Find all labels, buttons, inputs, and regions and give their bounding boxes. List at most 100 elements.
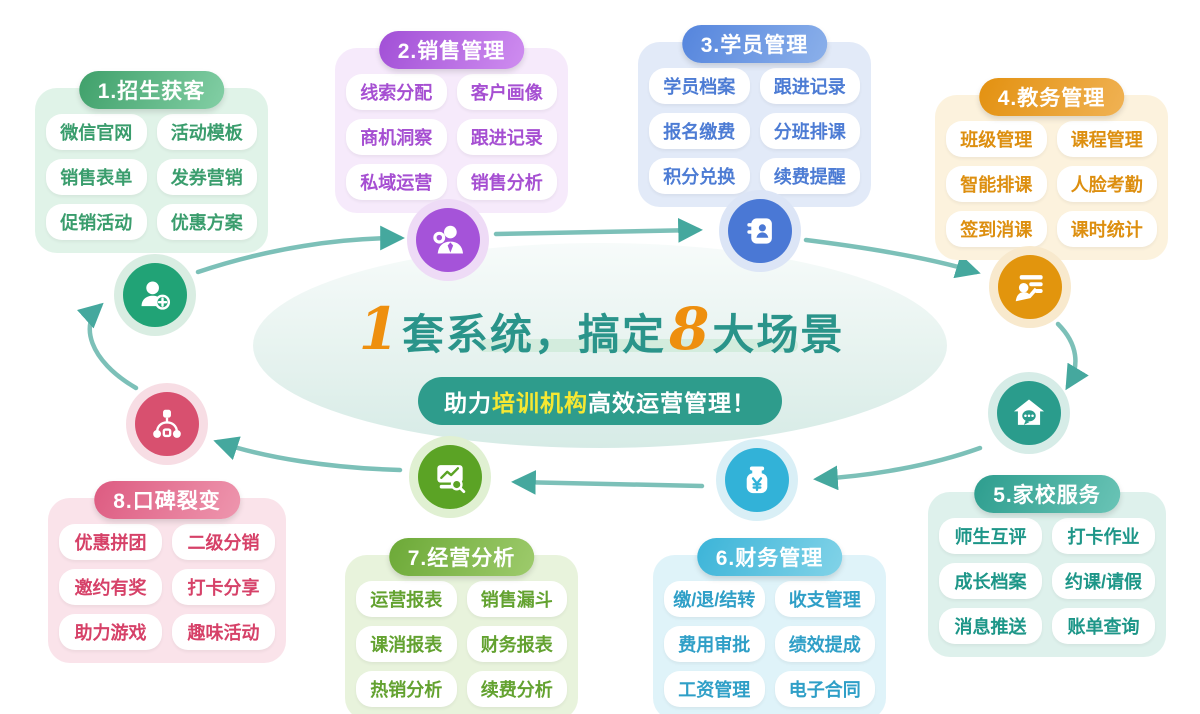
card-header: 5.家校服务	[974, 475, 1120, 513]
feature-pill: 打卡分享	[172, 569, 275, 605]
feature-pill: 分班排课	[759, 113, 860, 149]
center-ellipse: 1套系统，搞定8大场景 助力培训机构高效运营管理！	[253, 243, 947, 448]
card-header: 7.经营分析	[388, 538, 535, 576]
feature-pill: 助力游戏	[59, 614, 162, 650]
feature-pill: 促销活动	[46, 204, 147, 240]
feature-pill: 跟进记录	[759, 68, 860, 104]
feature-pill: 课程管理	[1056, 121, 1157, 157]
network-fission-icon	[135, 392, 199, 456]
feature-pill: 财务报表	[466, 626, 567, 662]
feature-pill: 热销分析	[356, 671, 457, 707]
card-header: 8.口碑裂变	[94, 481, 240, 519]
title-text-2: 大场景	[712, 311, 845, 358]
arrow-5-to-6	[813, 445, 983, 491]
feature-pill: 销售分析	[456, 164, 557, 200]
feature-pill: 运营报表	[356, 581, 457, 617]
card-header: 3.学员管理	[681, 25, 828, 63]
arrow-2-to-3	[493, 218, 703, 243]
card-finance: 6.财务管理 缴/退/结转 收支管理 费用审批 绩效提成 工资管理 电子合同	[653, 538, 886, 714]
feature-pill: 优惠拼团	[59, 524, 162, 560]
subtitle-pre: 助力	[444, 390, 492, 416]
page-title: 1套系统，搞定8大场景	[356, 295, 845, 363]
feature-pill: 工资管理	[664, 671, 765, 707]
title-text-1: 套系统，搞定	[401, 311, 666, 358]
feature-grid: 学员档案 跟进记录 报名缴费 分班排课 积分兑换 续费提醒	[649, 68, 860, 194]
feature-pill: 课时统计	[1056, 211, 1157, 247]
feature-pill: 约课/请假	[1052, 563, 1155, 599]
arrow-7-to-8	[213, 436, 403, 473]
feature-pill: 消息推送	[939, 608, 1042, 644]
title-underline-bar	[478, 339, 798, 352]
title-number-1: 1	[358, 295, 399, 363]
card-header: 4.教务管理	[978, 78, 1125, 116]
icon-circle-sales	[407, 199, 489, 281]
icon-circle-enrollment	[114, 254, 196, 336]
feature-grid: 班级管理 课程管理 智能排课 人脸考勤 签到消课 课时统计	[946, 121, 1157, 247]
money-jar-icon	[725, 448, 789, 512]
feature-pill: 电子合同	[774, 671, 875, 707]
icon-circle-home-school	[988, 372, 1070, 454]
arrow-4-to-5	[1055, 321, 1089, 391]
feature-pill: 线索分配	[346, 74, 447, 110]
feature-pill: 优惠方案	[156, 204, 257, 240]
feature-pill: 趣味活动	[172, 614, 275, 650]
feature-grid: 运营报表 销售漏斗 课消报表 财务报表 热销分析 续费分析	[356, 581, 567, 707]
card-home-school: 5.家校服务 师生互评 打卡作业 成长档案 约课/请假 消息推送 账单查询	[928, 475, 1166, 657]
feature-pill: 账单查询	[1052, 608, 1155, 644]
feature-pill: 签到消课	[946, 211, 1047, 247]
feature-pill: 积分兑换	[649, 158, 750, 194]
feature-pill: 班级管理	[946, 121, 1047, 157]
feature-grid: 微信官网 活动模板 销售表单 发券营销 促销活动 优惠方案	[46, 114, 257, 240]
feature-pill: 报名缴费	[649, 113, 750, 149]
card-header: 2.销售管理	[378, 31, 525, 69]
feature-pill: 发券营销	[156, 159, 257, 195]
feature-grid: 师生互评 打卡作业 成长档案 约课/请假 消息推送 账单查询	[939, 518, 1155, 644]
teacher-board-icon	[998, 255, 1062, 319]
title-number-8: 8	[669, 295, 710, 363]
feature-pill: 费用审批	[664, 626, 765, 662]
card-enrollment: 1.招生获客 微信官网 活动模板 销售表单 发券营销 促销活动 优惠方案	[35, 71, 268, 253]
feature-pill: 续费提醒	[759, 158, 860, 194]
feature-pill: 打卡作业	[1052, 518, 1155, 554]
icon-circle-academics	[989, 246, 1071, 328]
subtitle-highlight: 培训机构	[492, 390, 588, 416]
home-chat-icon	[997, 381, 1061, 445]
feature-pill: 客户画像	[456, 74, 557, 110]
icon-circle-students	[719, 190, 801, 272]
card-analytics: 7.经营分析 运营报表 销售漏斗 课消报表 财务报表 热销分析 续费分析	[345, 538, 578, 714]
arrow-6-to-7	[511, 470, 705, 495]
icon-circle-finance	[716, 439, 798, 521]
feature-pill: 续费分析	[466, 671, 567, 707]
card-academics: 4.教务管理 班级管理 课程管理 智能排课 人脸考勤 签到消课 课时统计	[935, 78, 1168, 260]
feature-pill: 学员档案	[649, 68, 750, 104]
icon-circle-referral	[126, 383, 208, 465]
feature-pill: 课消报表	[356, 626, 457, 662]
card-header: 6.财务管理	[696, 538, 843, 576]
feature-pill: 销售表单	[46, 159, 147, 195]
card-referral: 8.口碑裂变 优惠拼团 二级分销 邀约有奖 打卡分享 助力游戏 趣味活动	[48, 481, 286, 663]
feature-pill: 销售漏斗	[466, 581, 567, 617]
analytics-monitor-icon	[418, 445, 482, 509]
feature-pill: 微信官网	[46, 114, 147, 150]
feature-pill: 智能排课	[946, 166, 1047, 202]
feature-grid: 线索分配 客户画像 商机洞察 跟进记录 私域运营 销售分析	[346, 74, 557, 200]
feature-pill: 缴/退/结转	[664, 581, 765, 617]
feature-pill: 成长档案	[939, 563, 1042, 599]
card-sales: 2.销售管理 线索分配 客户画像 商机洞察 跟进记录 私域运营 销售分析	[335, 31, 568, 213]
icon-circle-analytics	[409, 436, 491, 518]
feature-pill: 绩效提成	[774, 626, 875, 662]
contact-book-icon	[728, 199, 792, 263]
salesperson-icon	[416, 208, 480, 272]
subtitle-pill: 助力培训机构高效运营管理！	[418, 377, 782, 425]
feature-pill: 活动模板	[156, 114, 257, 150]
card-header: 1.招生获客	[78, 71, 225, 109]
feature-grid: 缴/退/结转 收支管理 费用审批 绩效提成 工资管理 电子合同	[664, 581, 875, 707]
feature-pill: 二级分销	[172, 524, 275, 560]
feature-pill: 人脸考勤	[1056, 166, 1157, 202]
feature-pill: 收支管理	[774, 581, 875, 617]
feature-grid: 优惠拼团 二级分销 邀约有奖 打卡分享 助力游戏 趣味活动	[59, 524, 275, 650]
card-students: 3.学员管理 学员档案 跟进记录 报名缴费 分班排课 积分兑换 续费提醒	[638, 25, 871, 207]
feature-pill: 商机洞察	[346, 119, 447, 155]
feature-pill: 私域运营	[346, 164, 447, 200]
